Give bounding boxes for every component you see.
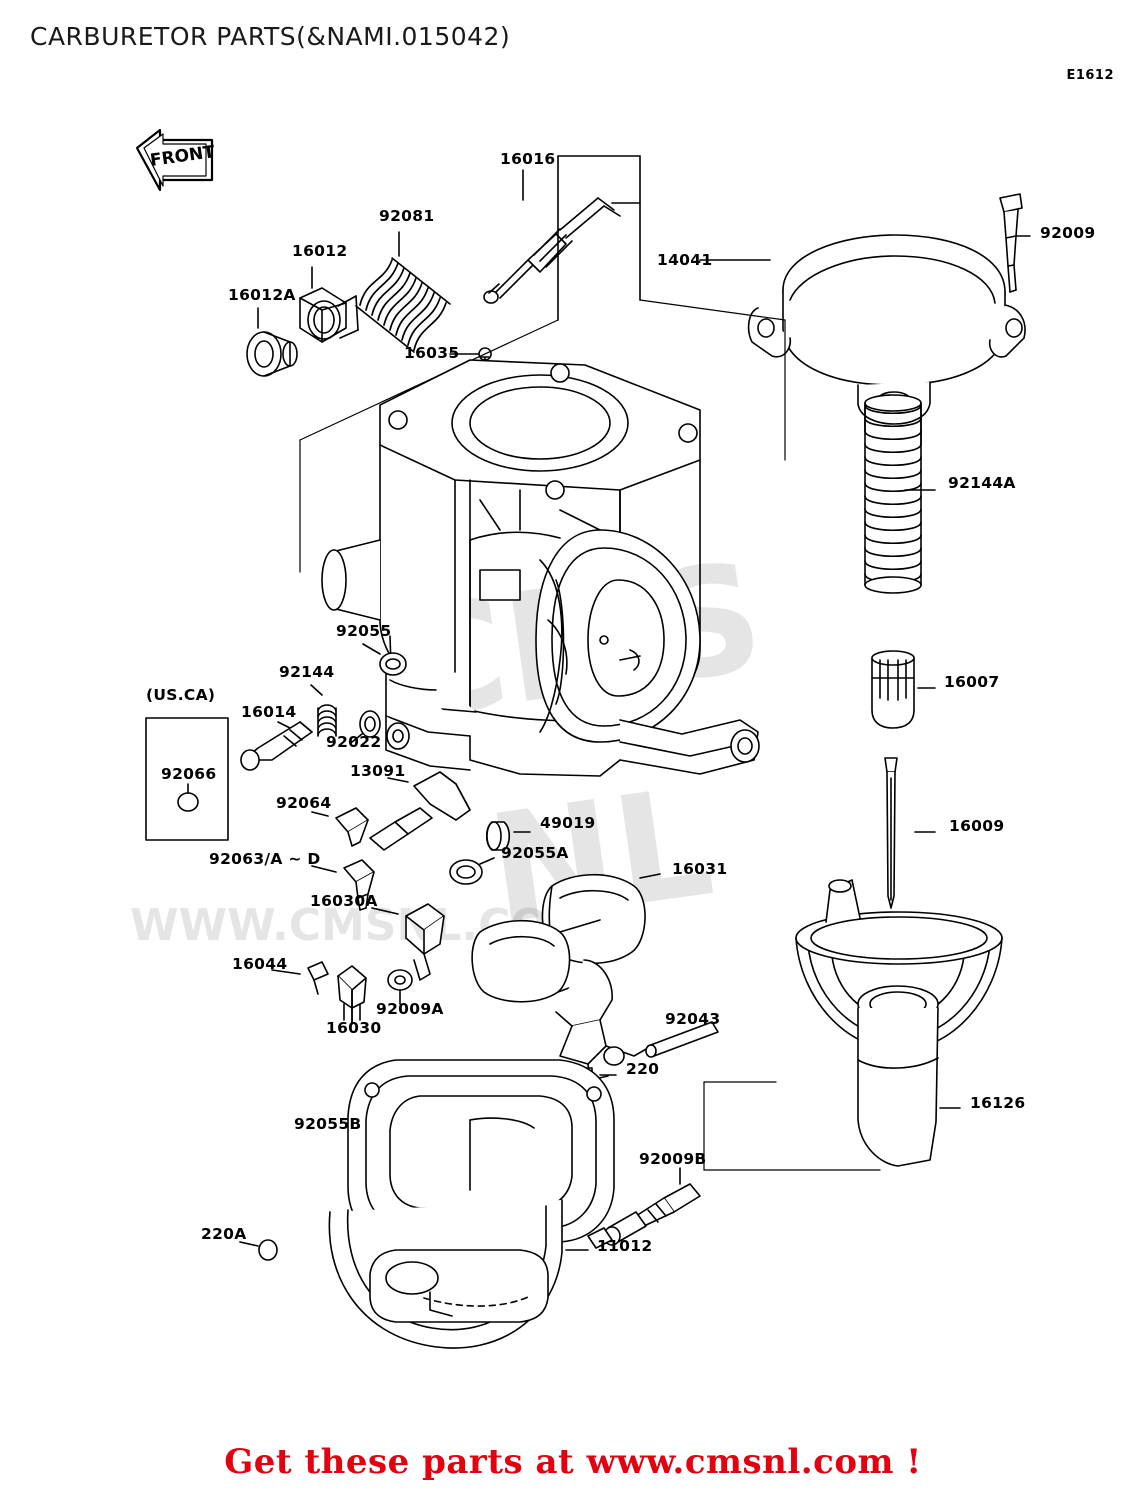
part-16030A-screw (371, 903, 445, 981)
part-label-92009B: 92009B (639, 1150, 707, 1168)
part-label-92009A: 92009A (376, 1000, 444, 1018)
part-16031-float (471, 873, 661, 1081)
part-label-92055A: 92055A (501, 844, 569, 862)
part-92009-screw (999, 193, 1031, 293)
part-label-49019: 49019 (540, 814, 596, 832)
part-label-92066: 92066 (161, 765, 217, 783)
part-label-16007: 16007 (944, 673, 1000, 691)
part-220A-plug (239, 1239, 278, 1261)
page-title: CARBURETOR PARTS(&NAMI.015042) (30, 22, 511, 51)
part-label-16014: 16014 (241, 703, 297, 721)
part-label-16012A: 16012A (228, 286, 296, 304)
part-label-16012: 16012 (292, 242, 348, 260)
front-arrow-icon: FRONT (135, 128, 216, 192)
part-14041-cover (699, 234, 1026, 425)
part-label-16044: 16044 (232, 955, 288, 973)
carburetor-parts-diagram: CMS NL WWW.CMSNL.COM FRONT (0, 60, 1146, 1440)
part-label-92055B: 92055B (294, 1115, 362, 1133)
inset-box-us-ca (145, 717, 229, 841)
part-label-92064: 92064 (276, 794, 332, 812)
part-label-92144: 92144 (279, 663, 335, 681)
part-16044-clip (271, 961, 329, 995)
part-11012-bowl (328, 1199, 589, 1349)
footer-cta: Get these parts at www.cmsnl.com ! (224, 1442, 922, 1482)
part-92022-washer (351, 710, 381, 743)
part-label-16016: 16016 (500, 150, 556, 168)
part-label-92081: 92081 (379, 207, 435, 225)
part-label-92063: 92063/A ~ D (209, 850, 321, 868)
part-16007-holder (871, 650, 936, 729)
part-92081-spring (355, 231, 451, 353)
part-label-16030A: 16030A (310, 892, 378, 910)
part-label-16035: 16035 (404, 344, 460, 362)
part-92055-oring (362, 643, 407, 676)
part-label-92055: 92055 (336, 622, 392, 640)
part-16009-needle (884, 757, 936, 909)
part-49019-filter (485, 821, 531, 851)
part-label-92009: 92009 (1040, 224, 1096, 242)
part-92009A-screw (387, 969, 413, 1005)
part-label-220A: 220A (201, 1225, 247, 1243)
part-92144-spring (310, 684, 337, 737)
part-label-16030: 16030 (326, 1019, 382, 1037)
part-label-92043: 92043 (665, 1010, 721, 1028)
part-92064-plug (311, 807, 369, 847)
part-16016-shape (483, 155, 641, 321)
part-16012A-cap (246, 307, 298, 377)
part-label-16126: 16126 (970, 1094, 1026, 1112)
diagram-linework: FRONT (135, 128, 1031, 1349)
part-label-220: 220 (626, 1060, 660, 1078)
part-carburetor-body (299, 299, 786, 777)
part-92063-jets (311, 859, 375, 911)
part-92009B-screw (587, 1167, 701, 1249)
figure-code: E1612 (1066, 68, 1114, 83)
part-92144A-spring (864, 394, 936, 594)
part-16012-nut (299, 266, 359, 343)
part-16126-cup (703, 879, 1003, 1171)
part-16014-screw (240, 721, 313, 771)
part-label-13091: 13091 (350, 762, 406, 780)
part-92043-pin (645, 1021, 719, 1058)
part-label-16009: 16009 (949, 817, 1005, 835)
part-16030-body (337, 965, 367, 1025)
part-label-16031: 16031 (672, 860, 728, 878)
part-label-92144A: 92144A (948, 474, 1016, 492)
label-inset-us-ca: (US.CA) (146, 686, 216, 704)
part-label-14041: 14041 (657, 251, 713, 269)
part-label-11012: 11012 (597, 1237, 653, 1255)
part-92055A-oring (449, 857, 495, 885)
part-label-92022: 92022 (326, 733, 382, 751)
part-13091-holder (369, 771, 471, 851)
